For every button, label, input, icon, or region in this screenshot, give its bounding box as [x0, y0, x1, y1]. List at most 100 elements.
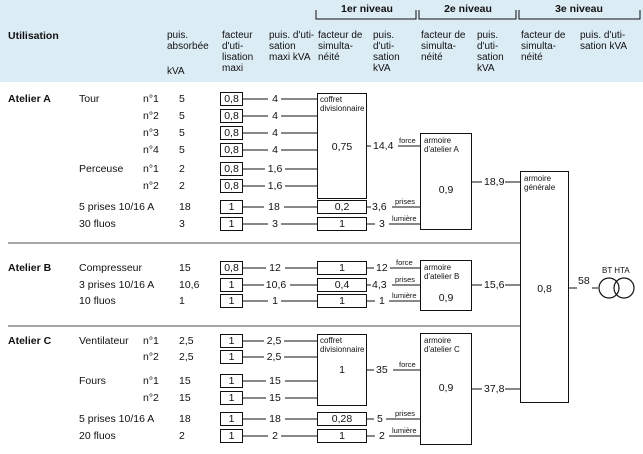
coffret-divisionnaire-a [317, 93, 367, 199]
header-puis-absorbee-unit: kVA [167, 66, 185, 77]
label-prises-a: prises [395, 197, 416, 206]
label-lumiere-b: lumière [392, 291, 417, 300]
prises-a-factor: 0,2 [317, 200, 367, 214]
puissance-utilisation-maxi: 18 [269, 413, 281, 425]
puissance-absorbee: 18 [179, 201, 191, 213]
equipment-number: n°1 [143, 375, 159, 387]
atelier-label: Atelier A [8, 93, 51, 105]
puissance-utilisation-maxi: 4 [272, 110, 278, 122]
transformer-label: BT HTA [602, 266, 630, 275]
facteur-utilisation-box: 1 [220, 334, 243, 348]
equipment-number: n°4 [143, 144, 159, 156]
label-lumiere-c: lumière [392, 426, 417, 435]
puissance-utilisation-maxi: 18 [268, 201, 280, 213]
fluos-b-output: 1 [379, 295, 385, 307]
facteur-utilisation-box: 1 [220, 391, 243, 405]
puissance-absorbee: 2 [179, 180, 185, 192]
puissance-utilisation-maxi: 15 [269, 392, 281, 404]
compresseur-b-factor: 1 [317, 261, 367, 275]
equipment-number: n°2 [143, 180, 159, 192]
coffret-divisionnaire-c [317, 334, 367, 406]
equipment-label: 10 fluos [79, 295, 116, 307]
armoire-generale [520, 171, 569, 403]
coffret-a-output: 14,4 [373, 140, 394, 152]
armoire-generale-output: 58 [578, 275, 590, 287]
puissance-utilisation-maxi: 2,5 [266, 351, 282, 363]
facteur-utilisation-box: 0,8 [220, 179, 243, 193]
armoire-b-output: 15,6 [484, 279, 505, 291]
fluos-c-output: 2 [379, 430, 385, 442]
equipment-label: Compresseur [79, 262, 143, 274]
fluos-c-factor: 1 [317, 429, 367, 443]
prises-c-output: 5 [377, 413, 383, 425]
puissance-utilisation-maxi: 1 [272, 295, 278, 307]
compresseur-b-output: 12 [376, 262, 388, 274]
equipment-label: Tour [79, 93, 100, 105]
header-utilisation: Utilisation [8, 30, 59, 42]
equipment-number: n°2 [143, 351, 159, 363]
prises-b-output: 4,3 [372, 279, 387, 291]
equipment-label: Perceuse [79, 163, 124, 175]
label-prises-c: prises [395, 409, 416, 418]
armoire-generale-factor: 0,8 [537, 283, 552, 295]
header-puis-absorbee: puis. absorbée [167, 30, 209, 52]
equipment-label: Fours [79, 375, 106, 387]
armoire-a-output: 18,9 [484, 176, 505, 188]
facteur-utilisation-box: 1 [220, 200, 243, 214]
puissance-absorbee: 2,5 [179, 351, 194, 363]
facteur-utilisation-box: 1 [220, 294, 243, 308]
equipment-number: n°2 [143, 110, 159, 122]
label-lumiere-a: lumière [392, 214, 417, 223]
header-puis-util-maxi: puis. d'uti- sation maxi kVA [269, 30, 315, 63]
puissance-absorbee: 2 [179, 163, 185, 175]
armoire-atelier-c [420, 333, 472, 445]
label-force-b: force [396, 258, 413, 267]
equipment-number: n°1 [143, 163, 159, 175]
header-niveau-1: 1er niveau [341, 3, 393, 15]
header-puis-util-3: puis. d'uti- sation kVA [580, 30, 628, 52]
transformer-icon [598, 277, 635, 299]
facteur-utilisation-box: 1 [220, 429, 243, 443]
label-force-c: force [399, 360, 416, 369]
equipment-label: 5 prises 10/16 A [79, 413, 155, 425]
puissance-utilisation-maxi: 3 [272, 218, 278, 230]
header-facteur-util-maxi: facteur d'uti- lisation maxi [222, 30, 254, 74]
puissance-absorbee: 2 [179, 430, 185, 442]
facteur-utilisation-box: 0,8 [220, 261, 243, 275]
puissance-absorbee: 3 [179, 218, 185, 230]
facteur-utilisation-box: 0,8 [220, 162, 243, 176]
coffret-c-output: 35 [376, 364, 388, 376]
equipment-label: 3 prises 10/16 A [79, 279, 155, 291]
facteur-utilisation-box: 1 [220, 350, 243, 364]
facteur-utilisation-box: 1 [220, 217, 243, 231]
puissance-utilisation-maxi: 2 [272, 430, 278, 442]
facteur-utilisation-box: 1 [220, 278, 243, 292]
puissance-absorbee: 5 [179, 127, 185, 139]
armoire-a-label: armoire d'atelier A [424, 136, 459, 154]
equipment-number: n°3 [143, 127, 159, 139]
puissance-absorbee: 2,5 [179, 335, 194, 347]
facteur-utilisation-box: 0,8 [220, 143, 243, 157]
puissance-absorbee: 18 [179, 413, 191, 425]
coffret-c-label: coffret divisionnaire [320, 336, 365, 354]
label-prises-b: prises [395, 275, 416, 284]
equipment-label: 20 fluos [79, 430, 116, 442]
armoire-b-label: armoire d'atelier B [424, 263, 460, 281]
puissance-absorbee: 5 [179, 93, 185, 105]
coffret-a-label: coffret divisionnaire [320, 95, 365, 113]
facteur-utilisation-box: 0,8 [220, 109, 243, 123]
header-facteur-simul-1: facteur de simulta- néité [318, 30, 363, 63]
header-niveau-3: 3e niveau [555, 3, 603, 15]
atelier-label: Atelier C [8, 335, 52, 347]
puissance-absorbee: 10,6 [179, 279, 200, 291]
puissance-utilisation-maxi: 1,6 [267, 163, 283, 175]
header-facteur-simul-2: facteur de simulta- néité [421, 30, 466, 63]
puissance-utilisation-maxi: 1,6 [267, 180, 283, 192]
facteur-utilisation-box: 1 [220, 412, 243, 426]
equipment-label: 5 prises 10/16 A [79, 201, 155, 213]
atelier-label: Atelier B [8, 262, 52, 274]
facteur-utilisation-box: 0,8 [220, 126, 243, 140]
puissance-utilisation-maxi: 4 [272, 144, 278, 156]
puissance-absorbee: 15 [179, 375, 191, 387]
puissance-utilisation-maxi: 2,5 [266, 335, 282, 347]
